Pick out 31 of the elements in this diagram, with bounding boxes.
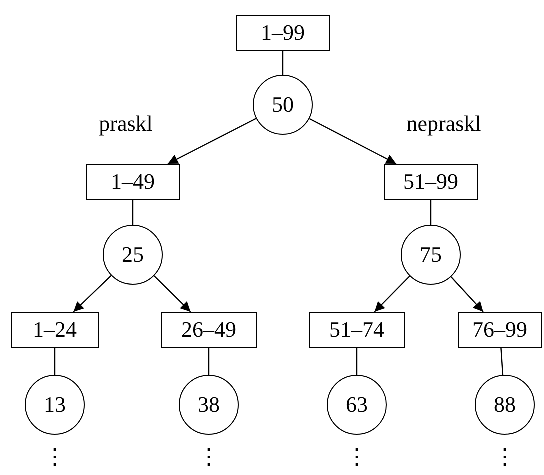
range-box: 26–49 [161,312,257,348]
arrow [168,118,257,165]
arrow [450,276,484,312]
split-circle: 88 [475,375,535,435]
split-circle: 63 [327,375,387,435]
connector-line [54,348,56,375]
arrow [154,276,192,312]
range-box: 51–74 [309,312,405,348]
split-circle: 25 [103,225,163,285]
continuation-dots: ⋮ [494,446,516,468]
continuation-dots: ⋮ [346,446,368,468]
range-box: 51–99 [384,164,478,200]
arrow [309,118,397,165]
connector-line [208,348,210,375]
split-circle: 75 [401,225,461,285]
range-box: 76–99 [458,312,542,348]
connector-line [282,51,284,75]
connector-line [356,348,358,375]
connector-line [500,348,504,376]
continuation-dots: ⋮ [198,446,220,468]
continuation-dots: ⋮ [44,446,66,468]
split-circle: 50 [253,75,313,135]
connector-line [132,200,134,225]
split-circle: 38 [179,375,239,435]
range-box: 1–99 [236,15,330,51]
range-box: 1–24 [11,312,99,348]
range-box: 1–49 [86,164,180,200]
split-circle: 13 [25,375,85,435]
arrow [374,276,410,312]
connector-line [430,200,432,225]
arrow [73,275,112,312]
